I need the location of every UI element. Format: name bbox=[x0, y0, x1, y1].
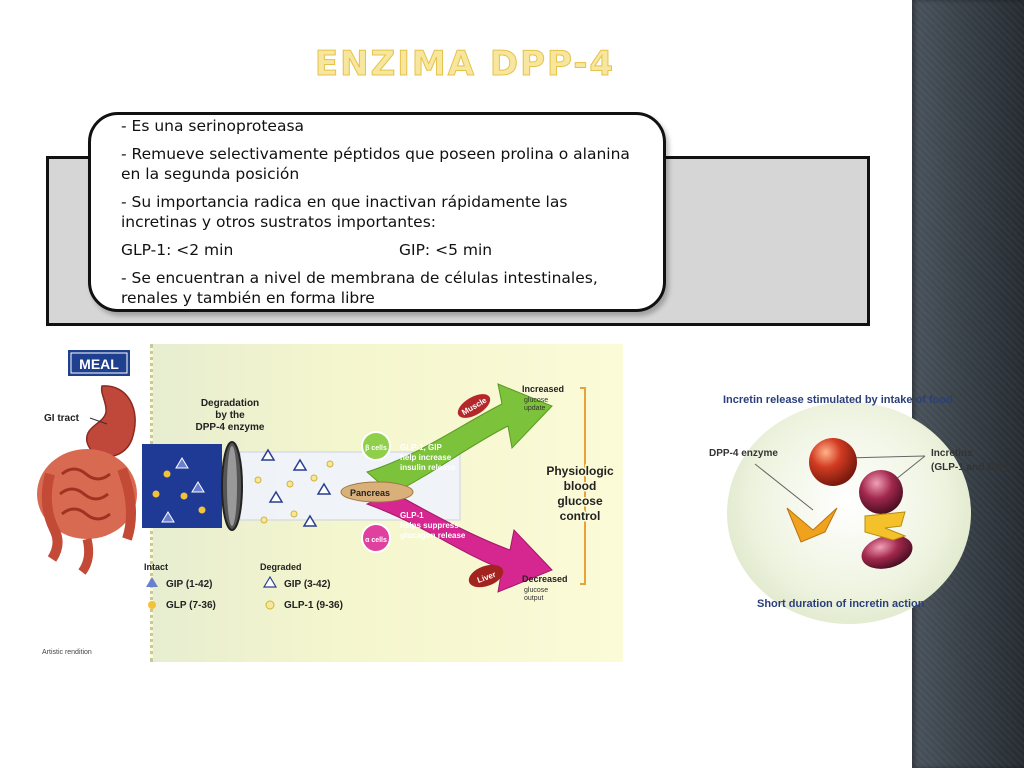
bullet-1: - Es una serinoproteasa bbox=[121, 117, 305, 135]
liver-shape bbox=[468, 564, 504, 588]
beta-cells-label: β cells bbox=[365, 445, 387, 452]
glp1-half-life: GLP-1: <2 min bbox=[121, 241, 234, 259]
gi-tract-label: GI tract bbox=[44, 413, 80, 424]
physio-line-2: blood bbox=[564, 479, 597, 493]
beta-cells bbox=[361, 431, 391, 461]
intact-tube-section bbox=[142, 444, 222, 528]
decorative-side-panel bbox=[912, 0, 1024, 768]
glp1-line-3: glucagon release bbox=[400, 531, 466, 540]
glp1-line-2: helps suppress bbox=[400, 521, 459, 530]
meal-sign bbox=[68, 350, 130, 376]
half-life-row: GLP-1: <2 min GIP: <5 min bbox=[121, 240, 636, 260]
intestines-shape bbox=[37, 449, 137, 575]
glp1-gip-line-3: insulin release bbox=[400, 463, 456, 472]
incretin-sphere-1 bbox=[809, 438, 857, 486]
control-bracket bbox=[580, 387, 586, 585]
legend-degraded-glp: GLP-1 (9-36) bbox=[284, 600, 343, 611]
alpha-cells bbox=[361, 523, 391, 553]
bullet-callout: - Es una serinoproteasa - Remueve select… bbox=[88, 112, 666, 312]
glp1-gip-line-2: help increase bbox=[400, 453, 452, 462]
physio-line-4: control bbox=[560, 509, 601, 523]
degraded-peptides bbox=[254, 448, 334, 527]
incretin-sphere-2 bbox=[859, 470, 903, 514]
bullet-4: - Se encuentran a nivel de membrana de c… bbox=[121, 269, 598, 307]
dpp4-enzyme-shape bbox=[786, 507, 838, 543]
slide-title: Enzima DPP-4 bbox=[314, 44, 616, 85]
alpha-cells-label: α cells bbox=[365, 537, 387, 544]
pancreas-label: Pancreas bbox=[350, 488, 390, 498]
glucose-update-line-2: update bbox=[524, 405, 546, 412]
gip-half-life: GIP: <5 min bbox=[399, 241, 493, 259]
degradation-line-3: DPP-4 enzyme bbox=[196, 422, 265, 433]
stomach-shape bbox=[86, 385, 136, 458]
pancreas-shape bbox=[340, 481, 414, 503]
glucose-output-line-2: output bbox=[524, 595, 544, 602]
dpp4-enzyme-label: DPP-4 enzyme bbox=[709, 448, 778, 459]
physio-line-3: glucose bbox=[557, 494, 603, 508]
incretin-action-diagram: Incretin release stimulated by intake of… bbox=[705, 380, 1020, 625]
green-arrow-muscle bbox=[366, 383, 553, 495]
bullet-3: - Su importancia radica en que inactivan… bbox=[121, 193, 568, 231]
legend-degraded-gip-icon bbox=[262, 575, 278, 588]
increased-label: Increased bbox=[522, 384, 564, 394]
physio-line-1: Physiologic bbox=[546, 464, 614, 478]
intact-peptides bbox=[152, 457, 206, 523]
degradation-line-2: by the bbox=[215, 410, 245, 421]
short-duration-label: Short duration of incretin action bbox=[757, 598, 925, 610]
glucose-update-line-1: glucose bbox=[524, 397, 548, 404]
cleaved-peptide-shape bbox=[864, 511, 907, 541]
legend-intact-glp: GLP (7-36) bbox=[166, 600, 216, 611]
legend-intact-gip-icon bbox=[146, 577, 158, 587]
bullet-2: - Remueve selectivamente péptidos que po… bbox=[121, 145, 630, 183]
incretins-label-1: Incretins bbox=[931, 448, 973, 459]
enzyme-illustration bbox=[754, 438, 926, 569]
incretin-fragment bbox=[861, 535, 913, 569]
muscle-shape bbox=[457, 394, 491, 418]
bullet-text-area: - Es una serinoproteasa - Remueve select… bbox=[121, 115, 636, 309]
artistic-rendition-note: Artistic rendition bbox=[42, 649, 92, 656]
meal-label: MEAL bbox=[79, 356, 119, 372]
incretins-label-2: (GLP-1 and GIP) bbox=[931, 462, 1008, 473]
incretin-release-title: Incretin release stimulated by intake of… bbox=[723, 394, 953, 406]
glucose-output-line-1: glucose bbox=[524, 587, 548, 594]
legend-degraded-glp-icon bbox=[265, 600, 275, 610]
legend-intact-gip: GIP (1-42) bbox=[166, 579, 213, 590]
action-circle-background bbox=[727, 402, 971, 624]
legend-intact-glp-icon bbox=[148, 601, 156, 609]
legend-degraded-gip: GIP (3-42) bbox=[284, 579, 331, 590]
legend-intact-title: Intact bbox=[144, 562, 168, 572]
magenta-arrow-liver bbox=[365, 491, 553, 593]
decreased-label: Decreased bbox=[522, 574, 568, 584]
glp1-line-1: GLP-1 bbox=[400, 511, 424, 520]
glp1-gip-line-1: GLP-1, GIP bbox=[400, 443, 442, 452]
legend-degraded-title: Degraded bbox=[260, 562, 302, 572]
pathway-illustration: MEAL GI tract bbox=[37, 350, 615, 656]
incretin-pathway-diagram: MEAL GI tract bbox=[32, 344, 632, 664]
degradation-line-1: Degradation bbox=[201, 398, 259, 409]
